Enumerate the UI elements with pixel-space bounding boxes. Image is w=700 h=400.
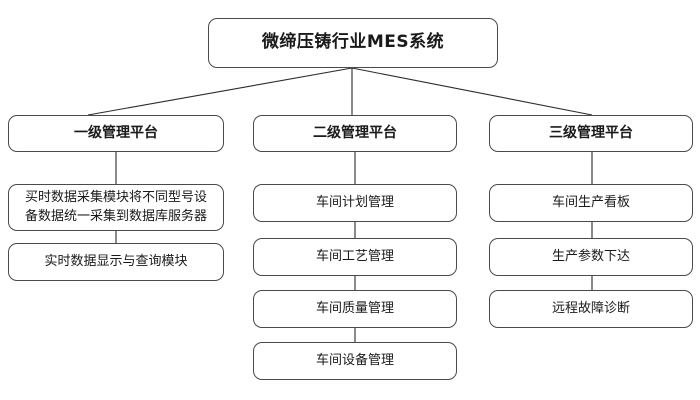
connector-root-to-level1 bbox=[87, 67, 353, 116]
node-level-2-child-1-label: 车间计划管理 bbox=[315, 194, 394, 210]
node-level-1-child-1[interactable]: 买时数据采集模块将不同型号设 备数据统一采集到数据库服务器 bbox=[8, 184, 224, 231]
node-level-1-child-1-label: 买时数据采集模块将不同型号设 备数据统一采集到数据库服务器 bbox=[24, 189, 207, 224]
node-level-2-label: 二级管理平台 bbox=[313, 124, 397, 141]
node-level-2-child-4[interactable]: 车间设备管理 bbox=[253, 342, 457, 380]
node-level-2-child-3[interactable]: 车间质量管理 bbox=[253, 290, 457, 328]
node-level-3-child-1[interactable]: 车间生产看板 bbox=[489, 184, 693, 222]
node-level-2-child-4-label: 车间设备管理 bbox=[315, 352, 394, 368]
node-level-2-child-2[interactable]: 车间工艺管理 bbox=[253, 238, 457, 276]
node-level-1[interactable]: 一级管理平台 bbox=[8, 115, 224, 152]
node-level-3-child-2-label: 生产参数下达 bbox=[551, 248, 630, 264]
node-root-title-label: 微缔压铸行业MES系统 bbox=[261, 32, 445, 53]
node-level-3-child-1-label: 车间生产看板 bbox=[551, 194, 630, 210]
node-level-3-child-3-label: 远程故障诊断 bbox=[551, 300, 630, 316]
node-root-title[interactable]: 微缔压铸行业MES系统 bbox=[208, 18, 498, 68]
node-level-2[interactable]: 二级管理平台 bbox=[253, 115, 457, 152]
node-level-1-child-2-label: 实时数据显示与查询模块 bbox=[44, 253, 188, 269]
node-level-3-label: 三级管理平台 bbox=[549, 124, 633, 141]
node-level-2-child-1[interactable]: 车间计划管理 bbox=[253, 184, 457, 222]
node-level-3-child-3[interactable]: 远程故障诊断 bbox=[489, 290, 693, 328]
node-level-1-child-2[interactable]: 实时数据显示与查询模块 bbox=[8, 243, 224, 281]
node-level-3-child-2[interactable]: 生产参数下达 bbox=[489, 238, 693, 276]
node-level-2-child-3-label: 车间质量管理 bbox=[315, 300, 394, 316]
connector-root-to-level3 bbox=[351, 67, 593, 116]
node-level-3[interactable]: 三级管理平台 bbox=[489, 115, 693, 152]
node-level-2-child-2-label: 车间工艺管理 bbox=[315, 248, 394, 264]
node-level-1-label: 一级管理平台 bbox=[74, 124, 158, 141]
